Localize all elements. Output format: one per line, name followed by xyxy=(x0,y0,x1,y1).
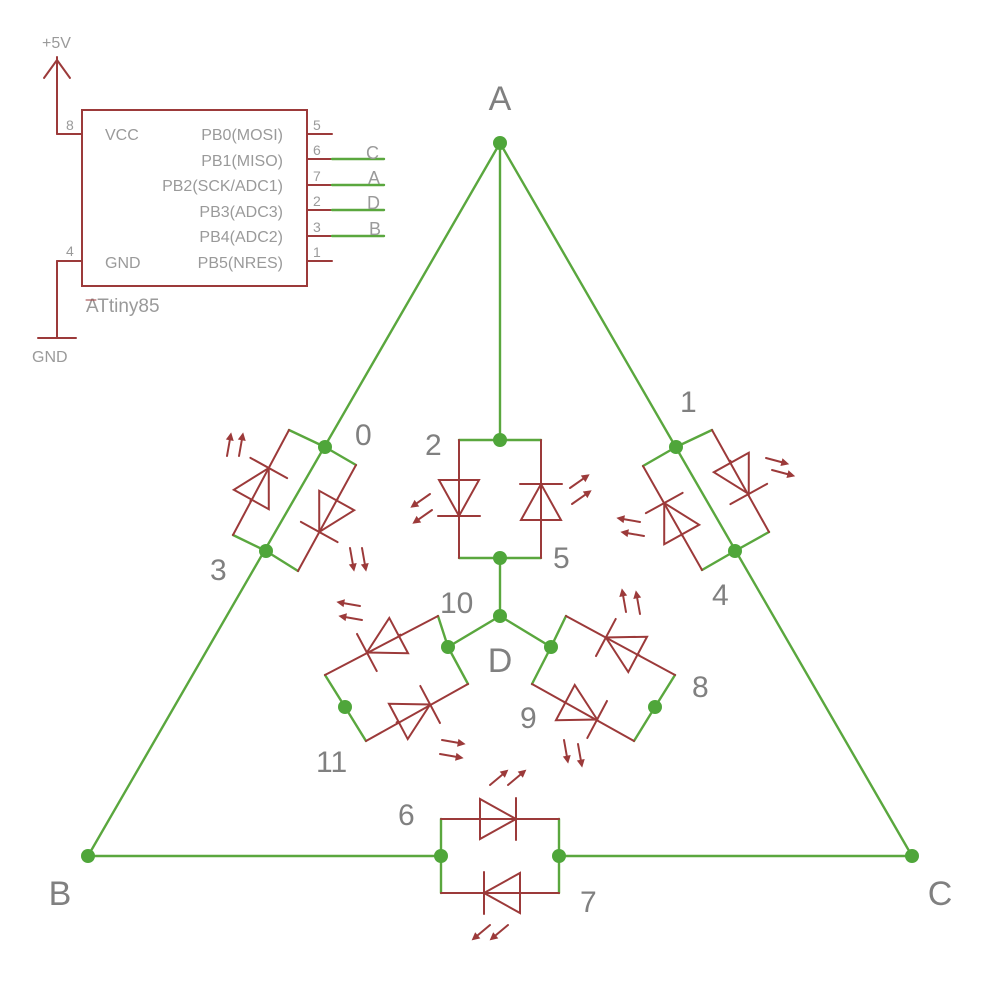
junction-dot xyxy=(669,440,683,454)
led-label: 11 xyxy=(316,746,347,779)
chip-name: ATtiny85 xyxy=(86,296,160,317)
light-arrow-icon xyxy=(334,596,362,611)
ground-label: GND xyxy=(32,349,68,366)
pin-number: 4 xyxy=(66,243,74,259)
junction-dot xyxy=(441,640,455,654)
node-label-a: A xyxy=(489,80,512,118)
light-arrow-icon xyxy=(222,430,237,458)
net-wiring xyxy=(81,136,919,895)
pin-name: GND xyxy=(105,255,141,272)
light-arrow-icon xyxy=(573,742,588,770)
led-pair-1-4 xyxy=(614,429,798,571)
pin-number: 2 xyxy=(313,193,321,209)
light-arrow-icon xyxy=(468,920,494,945)
junction-dot xyxy=(552,849,566,863)
light-arrow-icon xyxy=(568,485,595,509)
light-arrow-icon xyxy=(504,765,530,790)
led-pair-8-9 xyxy=(531,586,676,770)
led-label: 3 xyxy=(210,554,227,587)
led-label: 9 xyxy=(520,702,537,735)
node-label-b: B xyxy=(49,875,72,913)
junction-dot xyxy=(434,849,448,863)
led-pair-10-11 xyxy=(324,596,469,764)
light-arrow-icon xyxy=(345,546,360,574)
pin-number: 7 xyxy=(313,168,321,184)
net-label: A xyxy=(368,168,380,188)
pin-name: PB2(SCK/ADC1) xyxy=(162,178,283,195)
light-arrow-icon xyxy=(618,526,646,541)
light-arrow-icon xyxy=(407,489,434,513)
pin-name: PB1(MISO) xyxy=(201,153,283,170)
node-label-d: D xyxy=(488,642,513,680)
light-arrow-icon xyxy=(336,610,364,625)
pin-number: 6 xyxy=(313,142,321,158)
pin-number: 5 xyxy=(313,117,321,133)
junction-dot xyxy=(728,544,742,558)
pin-name: VCC xyxy=(105,127,139,144)
junction-dot xyxy=(493,136,507,150)
light-arrow-icon xyxy=(357,546,372,574)
chip-body xyxy=(81,109,308,287)
led-label: 7 xyxy=(580,886,597,919)
junction-dot xyxy=(259,544,273,558)
light-arrow-icon xyxy=(440,735,468,750)
pin-name: PB0(MOSI) xyxy=(201,127,283,144)
light-arrow-icon xyxy=(438,749,466,764)
supply-label: +5V xyxy=(42,35,71,52)
net-label: B xyxy=(369,219,381,239)
junction-dot xyxy=(338,700,352,714)
junction-dot xyxy=(81,849,95,863)
light-arrow-icon xyxy=(630,588,645,616)
net-label: D xyxy=(367,193,380,213)
light-arrow-icon xyxy=(234,430,249,458)
junction-dot xyxy=(493,551,507,565)
pin-number: 3 xyxy=(313,219,321,235)
led-pair-2-5 xyxy=(407,439,595,559)
pin-number: 1 xyxy=(313,244,321,260)
led-label: 6 xyxy=(398,799,415,832)
led-label: 8 xyxy=(692,671,709,704)
junction-dot xyxy=(648,700,662,714)
led-label: 4 xyxy=(712,579,729,612)
light-arrow-icon xyxy=(614,512,642,527)
led-label: 1 xyxy=(680,386,697,419)
led-label: 5 xyxy=(553,542,570,575)
microcontroller: +5V GND 8 VCC 4 GND PB0(MOSI) PB1(MISO) … xyxy=(32,35,386,366)
light-arrow-icon xyxy=(763,453,792,470)
pin-number: 8 xyxy=(66,117,74,133)
pin-name: PB5(NRES) xyxy=(198,255,283,272)
junction-dot xyxy=(318,440,332,454)
light-arrow-icon xyxy=(769,465,798,482)
junction-dot xyxy=(544,640,558,654)
pin-name: PB4(ADC2) xyxy=(199,229,283,246)
net-label: C xyxy=(366,143,379,163)
led-label: 10 xyxy=(440,587,473,620)
led-label: 2 xyxy=(425,429,442,462)
supply-arrow-icon xyxy=(43,58,71,79)
led-label: 0 xyxy=(355,419,372,452)
node-label-c: C xyxy=(928,875,953,913)
light-arrow-icon xyxy=(409,505,436,529)
light-arrow-icon xyxy=(616,586,631,614)
led-pair-6-7 xyxy=(440,765,560,945)
junction-dot xyxy=(493,433,507,447)
light-arrow-icon xyxy=(566,469,593,493)
junction-dot xyxy=(905,849,919,863)
junction-dot xyxy=(493,609,507,623)
light-arrow-icon xyxy=(559,738,574,766)
pin-name: PB3(ADC3) xyxy=(199,204,283,221)
led-pair-0-3 xyxy=(222,429,372,574)
